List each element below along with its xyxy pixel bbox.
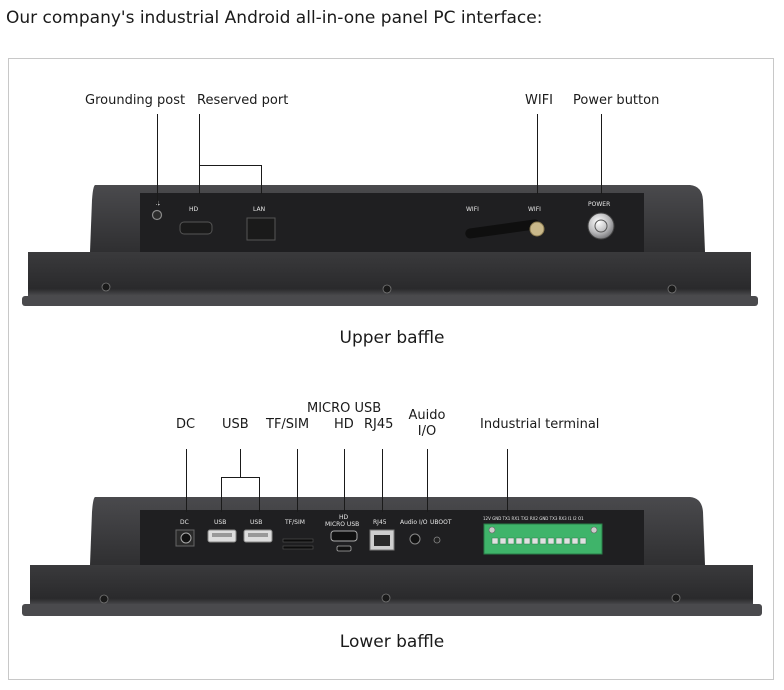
usb-port-label-2: USB (250, 519, 262, 526)
wifi-callout-label: WIFI (525, 93, 553, 108)
grounding-post-icon (151, 209, 163, 221)
sim-slot-icon (282, 545, 314, 550)
content-frame (8, 58, 774, 680)
lan-port-label: LAN (253, 206, 265, 213)
screw (671, 593, 681, 603)
uboot-label: UBOOT (430, 519, 452, 526)
tfsim-callout-label: TF/SIM (266, 417, 310, 432)
audio-callout-label-1: Auido (408, 408, 446, 423)
wifi-leader (537, 114, 538, 194)
dc-callout-label: DC (176, 417, 196, 432)
lower-device: DC USB USB TF/SIM HD MICRO USB RJ45 Audi… (22, 497, 762, 616)
grounding-post-leader (157, 114, 158, 206)
usb-leader (240, 449, 241, 477)
wifi-antenna-icon (465, 219, 545, 239)
usb-port-label-1: USB (214, 519, 226, 526)
screw (382, 284, 392, 294)
screw (101, 282, 111, 292)
hd-port-label: HD (189, 206, 199, 213)
audio-port-label: Audio I/O (400, 519, 428, 526)
reserved-port-label: Reserved port (197, 93, 289, 108)
uboot-button-icon (433, 536, 441, 544)
hd-port-icon (179, 221, 213, 235)
hd-callout-label: HD (334, 417, 354, 432)
tfsim-slot-label: TF/SIM (284, 519, 305, 526)
svg-text:⏚: ⏚ (155, 201, 161, 208)
wifi-label-2: WIFI (528, 206, 541, 213)
power-button-icon (587, 212, 615, 240)
upper-baffle-caption: Upper baffle (339, 328, 445, 348)
screw (667, 284, 677, 294)
microusb-port-label: MICRO USB (325, 521, 359, 528)
screw (99, 594, 109, 604)
microusb-callout-label: MICRO USB (307, 401, 382, 416)
rj45-leader (382, 449, 383, 512)
page-title: Our company's industrial Android all-in-… (6, 8, 543, 28)
grounding-post-label: Grounding post (85, 93, 186, 108)
hd-port-label: HD (339, 514, 349, 521)
dc-port-icon (180, 532, 192, 544)
audio-jack-icon (409, 533, 421, 545)
hd-port-icon (330, 530, 358, 542)
tfsim-leader (297, 449, 298, 512)
wifi-label-1: WIFI (466, 206, 479, 213)
micro-usb-port-icon (336, 545, 352, 552)
usb-leader (259, 477, 260, 512)
reserved-port-leader (199, 114, 200, 194)
industrial-terminal-leader (507, 449, 508, 512)
audio-callout-label-2: I/O (417, 424, 437, 439)
power-button-callout-label: Power button (573, 93, 660, 108)
hd-leader (344, 449, 345, 512)
rj45-callout-label: RJ45 (364, 417, 394, 432)
screw (381, 593, 391, 603)
audio-leader (427, 449, 428, 512)
reserved-port-leader (261, 165, 262, 194)
reserved-port-bracket (199, 165, 261, 166)
industrial-terminal-callout-label: Industrial terminal (480, 417, 600, 432)
dc-port-label: DC (180, 519, 189, 526)
lower-baffle-caption: Lower baffle (339, 632, 445, 652)
usb-leader (221, 477, 222, 512)
power-label: POWER (588, 201, 610, 208)
rj45-port-label: RJ45 (373, 519, 387, 526)
power-button-leader (601, 114, 602, 194)
dc-leader (186, 449, 187, 512)
terminal-pin-labels: 12V GND TX1 RX1 TX2 RX2 GND TX3 RX3 I1 I… (483, 516, 584, 521)
usb-bracket (221, 477, 259, 478)
lan-port-icon (246, 217, 276, 241)
industrial-terminal-icon (483, 523, 603, 555)
tf-slot-icon (282, 538, 314, 543)
upper-device: ⏚ HD LAN WIFI WIFI POWER (22, 185, 758, 306)
usb-callout-label: USB (222, 417, 249, 432)
